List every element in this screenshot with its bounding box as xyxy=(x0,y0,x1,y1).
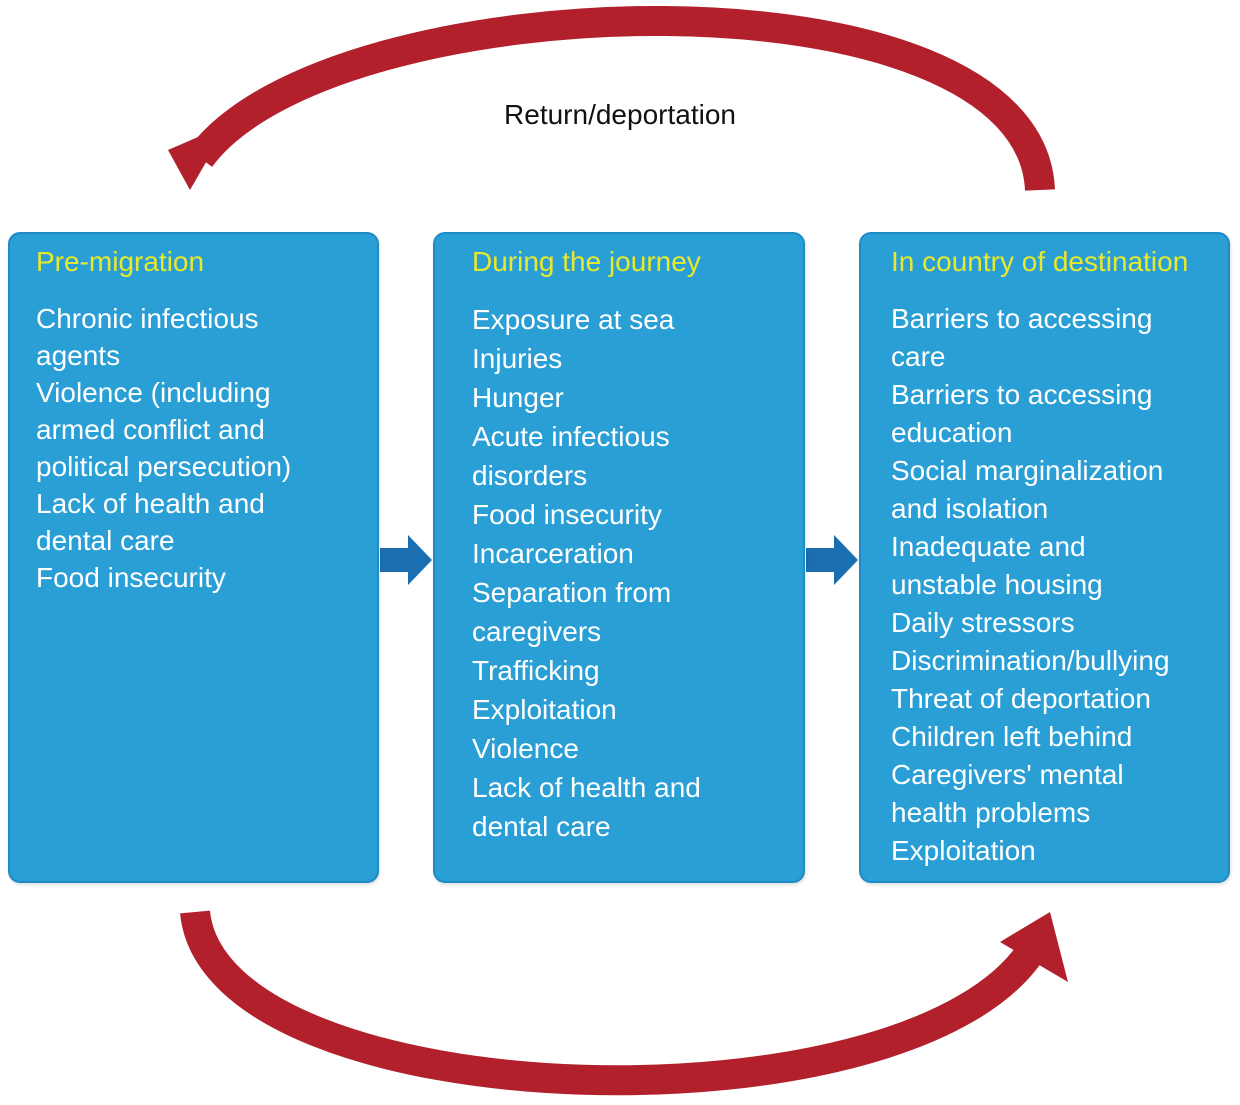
flow-arrow-2 xyxy=(806,535,858,585)
flow-arrow-1 xyxy=(380,535,432,585)
return-arrow-top xyxy=(187,6,1055,192)
stage-title: Pre-migration xyxy=(36,246,205,277)
stage-item: Inadequate and unstable housing xyxy=(891,531,1103,600)
stage-item: Discrimination/bullying xyxy=(891,645,1170,676)
stage-item: Exploitation xyxy=(891,835,1036,866)
stage-item: Barriers to accessing education xyxy=(891,379,1153,448)
stage-item-list: Exposure at sea Injuries Hunger Acute in… xyxy=(472,300,799,846)
stage-item-list: Chronic infectious agents Violence (incl… xyxy=(36,300,373,596)
stage-title: During the journey xyxy=(472,246,701,277)
stage-item: Lack of health and dental care xyxy=(472,772,701,842)
stage-item: Caregivers' mental health problems xyxy=(891,759,1124,828)
stage-item-list: Barriers to accessing care Barriers to a… xyxy=(891,300,1224,870)
stage-item: Daily stressors xyxy=(891,607,1075,638)
forward-arrow-bottom xyxy=(180,909,1048,1096)
stage-item: Exploitation xyxy=(472,694,617,725)
stage-item: Barriers to accessing care xyxy=(891,303,1153,372)
stage-item: Threat of deportation xyxy=(891,683,1151,714)
stage-box-during-journey: During the journey Exposure at sea Injur… xyxy=(433,232,805,883)
forward-arrowhead-bottom xyxy=(1000,912,1068,982)
stage-item: Acute infectious disorders xyxy=(472,421,670,491)
stage-item: Chronic infectious agents xyxy=(36,303,259,371)
stage-item: Separation from caregivers xyxy=(472,577,672,647)
stage-item: Children left behind xyxy=(891,721,1133,752)
stage-item: Food insecurity xyxy=(472,499,662,530)
return-deportation-label: Return/deportation xyxy=(504,99,736,130)
stage-item: Hunger xyxy=(472,382,564,413)
return-arrowhead-top xyxy=(168,124,228,190)
stage-box-destination: In country of destination Barriers to ac… xyxy=(859,232,1230,883)
stage-item: Violence (including armed conflict and p… xyxy=(36,377,292,482)
stage-title: In country of destination xyxy=(891,246,1189,277)
stage-item: Injuries xyxy=(472,343,563,374)
stage-item: Exposure at sea xyxy=(472,304,675,335)
stage-item: Social marginalization and isolation xyxy=(891,455,1164,524)
stage-item: Food insecurity xyxy=(36,562,226,593)
stage-item: Incarceration xyxy=(472,538,634,569)
stage-item: Violence xyxy=(472,733,579,764)
stage-box-pre-migration: Pre-migration Chronic infectious agents … xyxy=(8,232,379,883)
stage-item: Trafficking xyxy=(472,655,600,686)
stage-item: Lack of health and dental care xyxy=(36,488,265,556)
